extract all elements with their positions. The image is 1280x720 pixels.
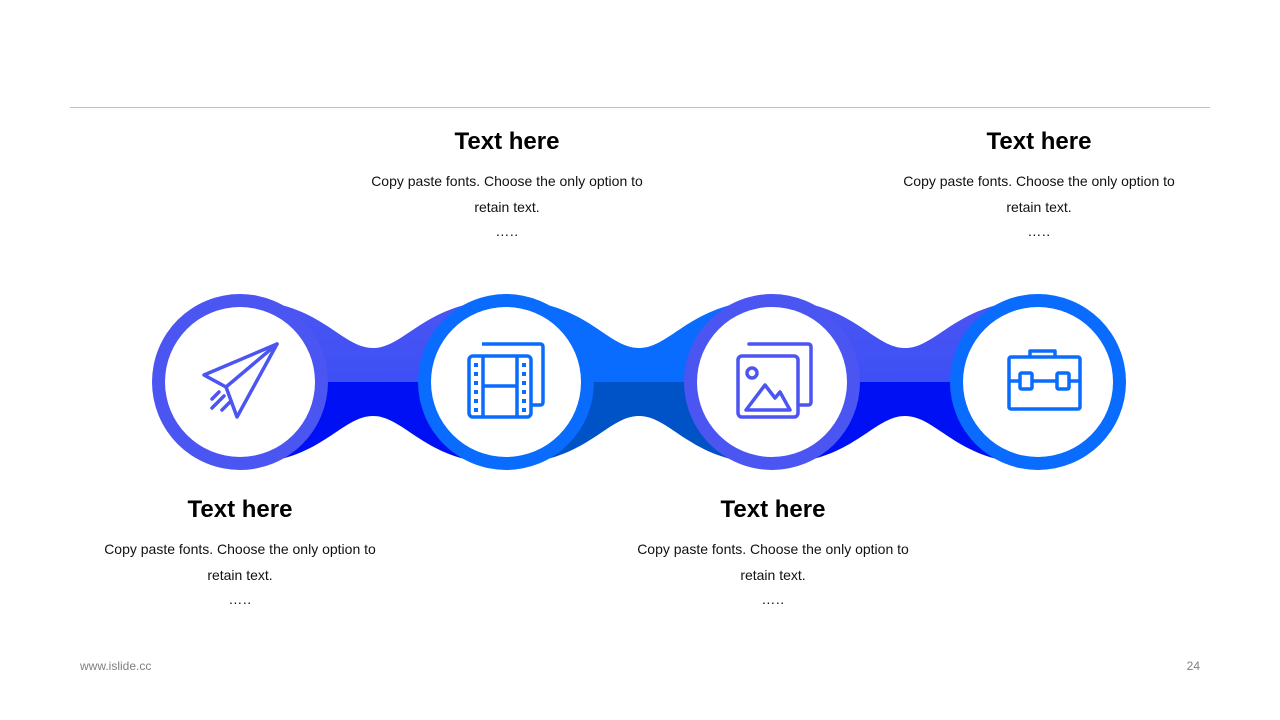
toolbox-icon (1007, 349, 1082, 411)
top-divider (70, 107, 1210, 108)
paper-plane-icon (202, 342, 279, 419)
text-block-2: Text here Copy paste fonts. Choose the o… (889, 128, 1189, 238)
image-icon (736, 342, 813, 419)
block-title: Text here (187, 496, 293, 523)
block-ellipsis: ….. (761, 591, 785, 607)
block-body: Copy paste fonts. Choose the only option… (903, 173, 1175, 215)
text-block-1: Text here Copy paste fonts. Choose the o… (357, 128, 657, 238)
text-block-3: Text here Copy paste fonts. Choose the o… (90, 496, 390, 606)
block-ellipsis: ….. (1027, 223, 1051, 239)
block-title: Text here (720, 496, 826, 523)
block-title: Text here (454, 128, 560, 155)
block-body: Copy paste fonts. Choose the only option… (637, 541, 909, 583)
block-body: Copy paste fonts. Choose the only option… (371, 173, 643, 215)
block-ellipsis: ….. (228, 591, 252, 607)
text-block-4: Text here Copy paste fonts. Choose the o… (623, 496, 923, 606)
block-body: Copy paste fonts. Choose the only option… (104, 541, 376, 583)
block-title: Text here (986, 128, 1092, 155)
block-ellipsis: ….. (495, 223, 519, 239)
page-number: 24 (1186, 659, 1200, 673)
film-icon (467, 342, 545, 419)
footer-website[interactable]: www.islide.cc (80, 659, 152, 673)
